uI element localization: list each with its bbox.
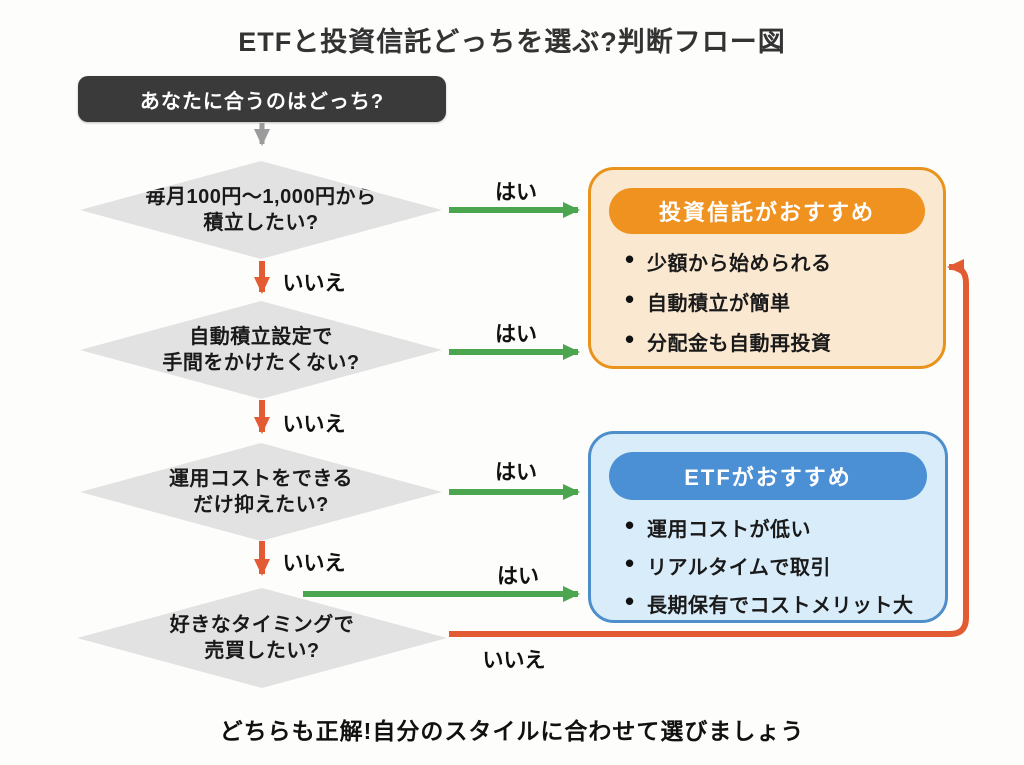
- decision-timing-trade: 好きなタイミングで 売買したい?: [77, 588, 447, 688]
- decision-auto-accumulation: 自動積立設定で 手間をかけたくない?: [80, 301, 442, 399]
- start-box: あなたに合うのはどっち?: [78, 76, 446, 122]
- etf-title-pill: ETFがおすすめ: [609, 452, 927, 500]
- benefit-item: 長期保有でコストメリット大: [623, 586, 927, 618]
- decision-text: 運用コストをできる だけ抑えたい?: [168, 467, 354, 516]
- decision-text: 自動積立設定で 手間をかけたくない?: [162, 325, 360, 374]
- yes-label-2: はい: [495, 323, 537, 346]
- benefit-item: 運用コストが低い: [623, 510, 927, 542]
- no-label-3: いいえ: [282, 552, 346, 575]
- start-box-label: あなたに合うのはどっち?: [139, 90, 385, 113]
- fund-benefit-list: 少額から始められる 自動積立が簡単 分配金も自動再投資: [623, 244, 925, 356]
- recommendation-fund-box: 投資信託がおすすめ 少額から始められる 自動積立が簡単 分配金も自動再投資: [588, 167, 946, 369]
- benefit-item: 自動積立が簡単: [623, 284, 925, 316]
- fund-title-pill: 投資信託がおすすめ: [609, 188, 925, 234]
- no-label-2: いいえ: [282, 413, 346, 436]
- benefit-item: リアルタイムで取引: [623, 548, 927, 580]
- yes-label-3: はい: [495, 461, 537, 484]
- decision-text: 毎月100円〜1,000円から 積立したい?: [145, 185, 377, 234]
- etf-title: ETFがおすすめ: [684, 465, 852, 490]
- yes-label-4: はい: [497, 565, 539, 588]
- page-title: ETFと投資信託どっちを選ぶ?判断フロー図: [238, 27, 786, 57]
- no-label-4: いいえ: [482, 649, 546, 672]
- footer-text: どちらも正解!自分のスタイルに合わせて選びましょう: [219, 718, 805, 744]
- decision-monthly-savings: 毎月100円〜1,000円から 積立したい?: [80, 161, 442, 259]
- decision-low-cost: 運用コストをできる だけ抑えたい?: [80, 443, 442, 541]
- decision-text: 好きなタイミングで 売買したい?: [169, 613, 355, 662]
- benefit-item: 分配金も自動再投資: [623, 324, 925, 356]
- benefit-item: 少額から始められる: [623, 244, 925, 276]
- yes-label-1: はい: [495, 181, 537, 204]
- fund-title: 投資信託がおすすめ: [658, 200, 875, 225]
- etf-benefit-list: 運用コストが低い リアルタイムで取引 長期保有でコストメリット大: [623, 510, 927, 618]
- no-label-1: いいえ: [282, 272, 346, 295]
- recommendation-etf-box: ETFがおすすめ 運用コストが低い リアルタイムで取引 長期保有でコストメリット…: [588, 431, 948, 623]
